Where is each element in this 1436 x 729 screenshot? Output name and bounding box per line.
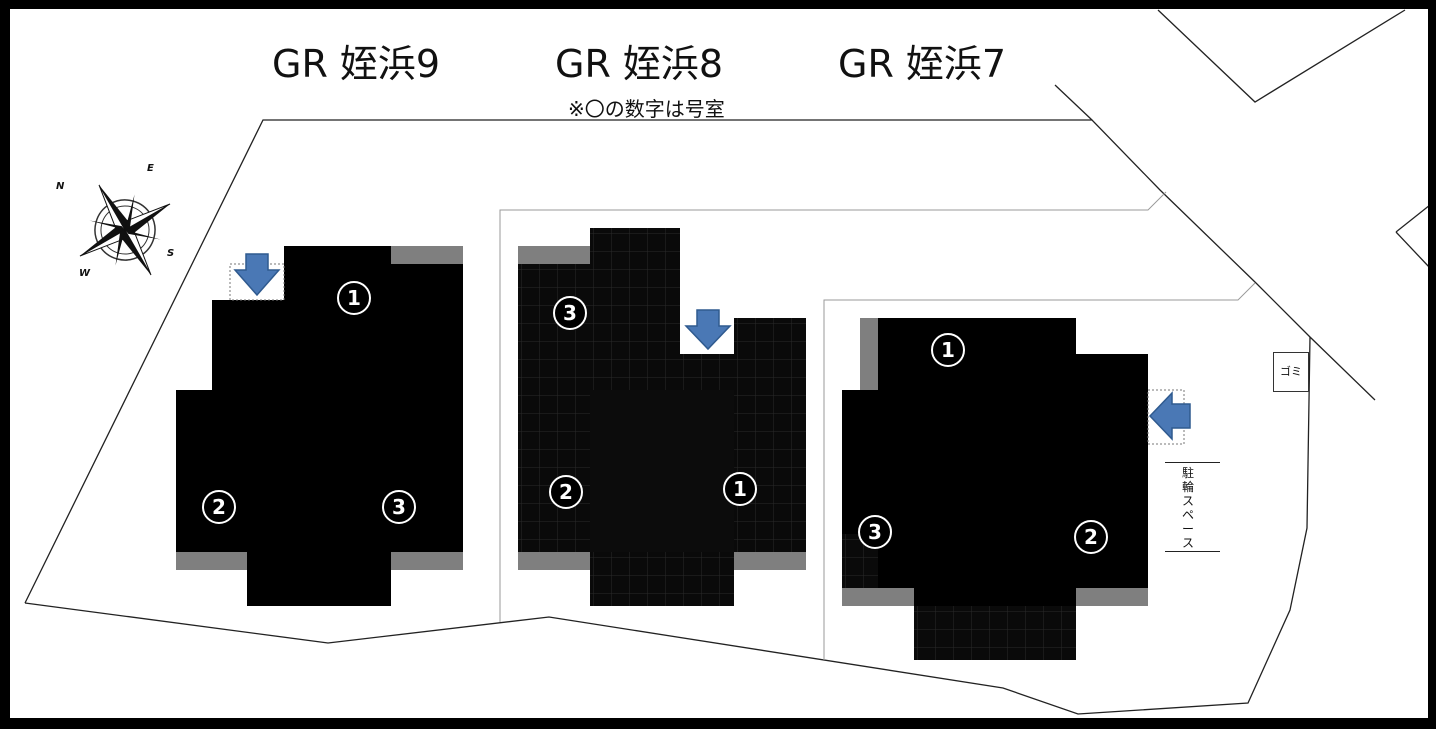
building-7 — [842, 318, 1185, 660]
balcony-9-1 — [391, 246, 463, 264]
bicycle-area-bottom-line — [1165, 551, 1220, 552]
building-8 — [518, 228, 806, 606]
balcony-7-3 — [842, 588, 914, 606]
bicycle-area-top-line — [1165, 462, 1220, 463]
balcony-8-3 — [518, 246, 590, 264]
compass-north-label: N — [56, 181, 65, 192]
balcony-7-2 — [1076, 588, 1148, 606]
balcony-8-1 — [734, 552, 806, 570]
title-building-7: GR 姪浜7 — [838, 42, 1007, 86]
building-9 — [176, 246, 463, 606]
room-7-3: 3 — [858, 515, 892, 549]
map-frame: GR 姪浜9 GR 姪浜8 GR 姪浜7 ※〇の数字は号室 N E S W 1 … — [10, 9, 1428, 718]
lot-dividers — [499, 191, 1256, 660]
compass-west-label: W — [79, 268, 91, 279]
room-8-2: 2 — [549, 475, 583, 509]
title-building-9: GR 姪浜9 — [272, 42, 441, 86]
bicycle-parking-label: 駐輪スペース — [1181, 466, 1194, 550]
room-9-1: 1 — [337, 281, 371, 315]
entrance-arrow-8 — [684, 309, 732, 351]
room-number-note: ※〇の数字は号室 — [568, 97, 725, 121]
site-plan — [24, 9, 1428, 715]
room-7-2: 2 — [1074, 520, 1108, 554]
trash-area: ゴミ — [1273, 352, 1309, 392]
entrance-arrow-9 — [233, 253, 281, 297]
entrance-arrow-7 — [1148, 391, 1191, 441]
balcony-9-2 — [176, 552, 247, 570]
balcony-9-3 — [391, 552, 463, 570]
room-9-3: 3 — [382, 490, 416, 524]
compass-icon — [79, 184, 171, 276]
room-7-1: 1 — [931, 333, 965, 367]
title-building-8: GR 姪浜8 — [555, 42, 724, 86]
balcony-8-2 — [518, 552, 590, 570]
compass-south-label: S — [167, 248, 175, 259]
room-8-1: 1 — [723, 472, 757, 506]
balcony-7-1 — [860, 318, 878, 390]
compass-east-label: E — [147, 163, 154, 174]
site-boundary — [24, 9, 1428, 715]
room-9-2: 2 — [202, 490, 236, 524]
room-8-3: 3 — [553, 296, 587, 330]
